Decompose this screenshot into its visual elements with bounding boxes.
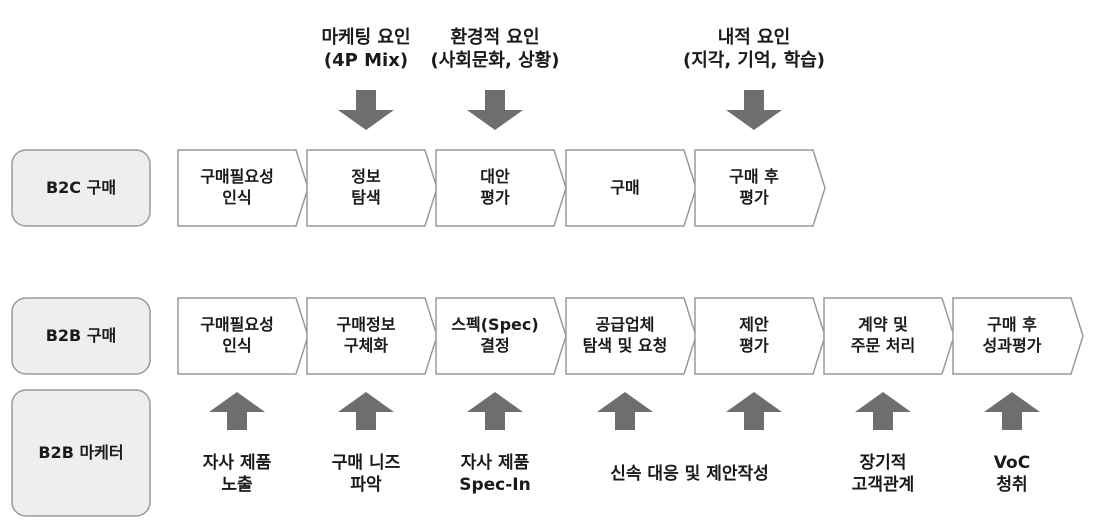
b2c-row-label-box [11,149,151,227]
b2b-step-label-line: 계약 및 [858,315,908,335]
up-arrow [467,392,523,430]
b2b-step-label-line: 구매 후 [987,315,1037,335]
b2c-step [435,149,567,227]
factor-label-line: (사회문화, 상황) [430,50,560,71]
factor-label: 내적 요인(지각, 기억, 학습) [674,18,834,80]
factor-label-line: (지각, 기억, 학습) [682,50,826,71]
b2b-step-label-line: 스펙(Spec) [451,315,539,335]
b2b-step-label-line: 구체화 [343,336,389,355]
b2b-step [435,297,567,375]
marketer-row-label-box [11,389,151,517]
b2c-step [565,149,697,227]
b2b-row-label: B2B 구매 [45,325,117,345]
b2b-step-label: 스펙(Spec)결정 [436,298,554,374]
marketer-action-label-line: VoC [993,452,1031,473]
b2c-step [177,149,309,227]
b2b-step-label-line: 제안 [739,315,769,335]
down-arrow [338,90,394,130]
factor-label-line: 환경적 요인 [450,26,540,48]
b2c-step-label-line: 구매 후 [729,167,779,187]
b2c-step-label-line: 정보 [351,167,381,187]
b2b-step [694,297,826,375]
b2c-step-label-line: 구매필요성 [200,167,274,187]
marketer-action-label-line: Spec-In [459,475,531,495]
marketer-action-label-line: 신속 대응 및 제안작성 [610,463,769,484]
marketer-action-label-line: 노출 [221,475,253,495]
b2b-step-label-line: 성과평가 [982,336,1042,355]
up-arrow [597,392,653,430]
b2b-step [823,297,955,375]
b2b-step [952,297,1084,375]
up-arrow [984,392,1040,430]
b2b-step [565,297,697,375]
up-arrow [855,392,911,430]
b2b-step [306,297,438,375]
up-arrow [726,392,782,430]
factor-label: 환경적 요인(사회문화, 상황) [415,18,575,80]
marketer-action-label-line: 파악 [350,475,382,495]
factor-label-line: 내적 요인 [717,26,791,48]
b2c-step-label-line: 평가 [480,188,510,207]
marketer-action-label-line: 장기적 [859,452,907,473]
b2b-step-label-line: 탐색 및 요청 [582,336,668,355]
down-arrow [726,90,782,130]
b2c-step [694,149,826,227]
b2c-row-label: B2C 구매 [45,177,117,197]
marketer-action-label-line: 자사 제품 [202,452,272,473]
b2b-step-label-line: 평가 [739,336,769,355]
b2b-step-label-line: 구매필요성 [200,315,274,335]
b2b-step-label-line: 결정 [480,336,510,355]
b2b-step-label-line: 공급업체 [595,315,655,335]
factor-label: 마케팅 요인(4P Mix) [286,18,446,80]
marketer-action-label-line: 구매 니즈 [331,452,401,473]
up-arrow [338,392,394,430]
marketer-action-label: 신속 대응 및 제안작성 [560,438,820,510]
b2c-step-label-line: 평가 [739,188,769,207]
b2b-row-label-box [11,297,151,375]
b2c-step-label-line: 대안 [480,167,510,187]
marketer-action-label-line: 자사 제품 [460,452,530,473]
b2c-step-label-line: 탐색 [351,188,381,207]
b2c-step-label: 구매 [566,150,684,226]
b2b-step-label-line: 주문 처리 [850,336,916,355]
marketer-row-label: B2B 마케터 [38,442,124,462]
b2c-step [306,149,438,227]
up-arrow [209,392,265,430]
b2b-step [177,297,309,375]
down-arrow [467,90,523,130]
marketer-action-label-line: 고객관계 [851,475,915,495]
b2c-step-label-line: 인식 [222,188,252,207]
b2b-step-label-line: 구매정보 [336,315,396,335]
factor-label-line: 마케팅 요인 [321,26,411,48]
marketer-action-label-line: 청취 [996,475,1028,495]
b2b-step-label-line: 인식 [222,336,252,355]
b2c-step-label-line: 구매 [610,177,640,197]
factor-label-line: (4P Mix) [323,50,409,71]
